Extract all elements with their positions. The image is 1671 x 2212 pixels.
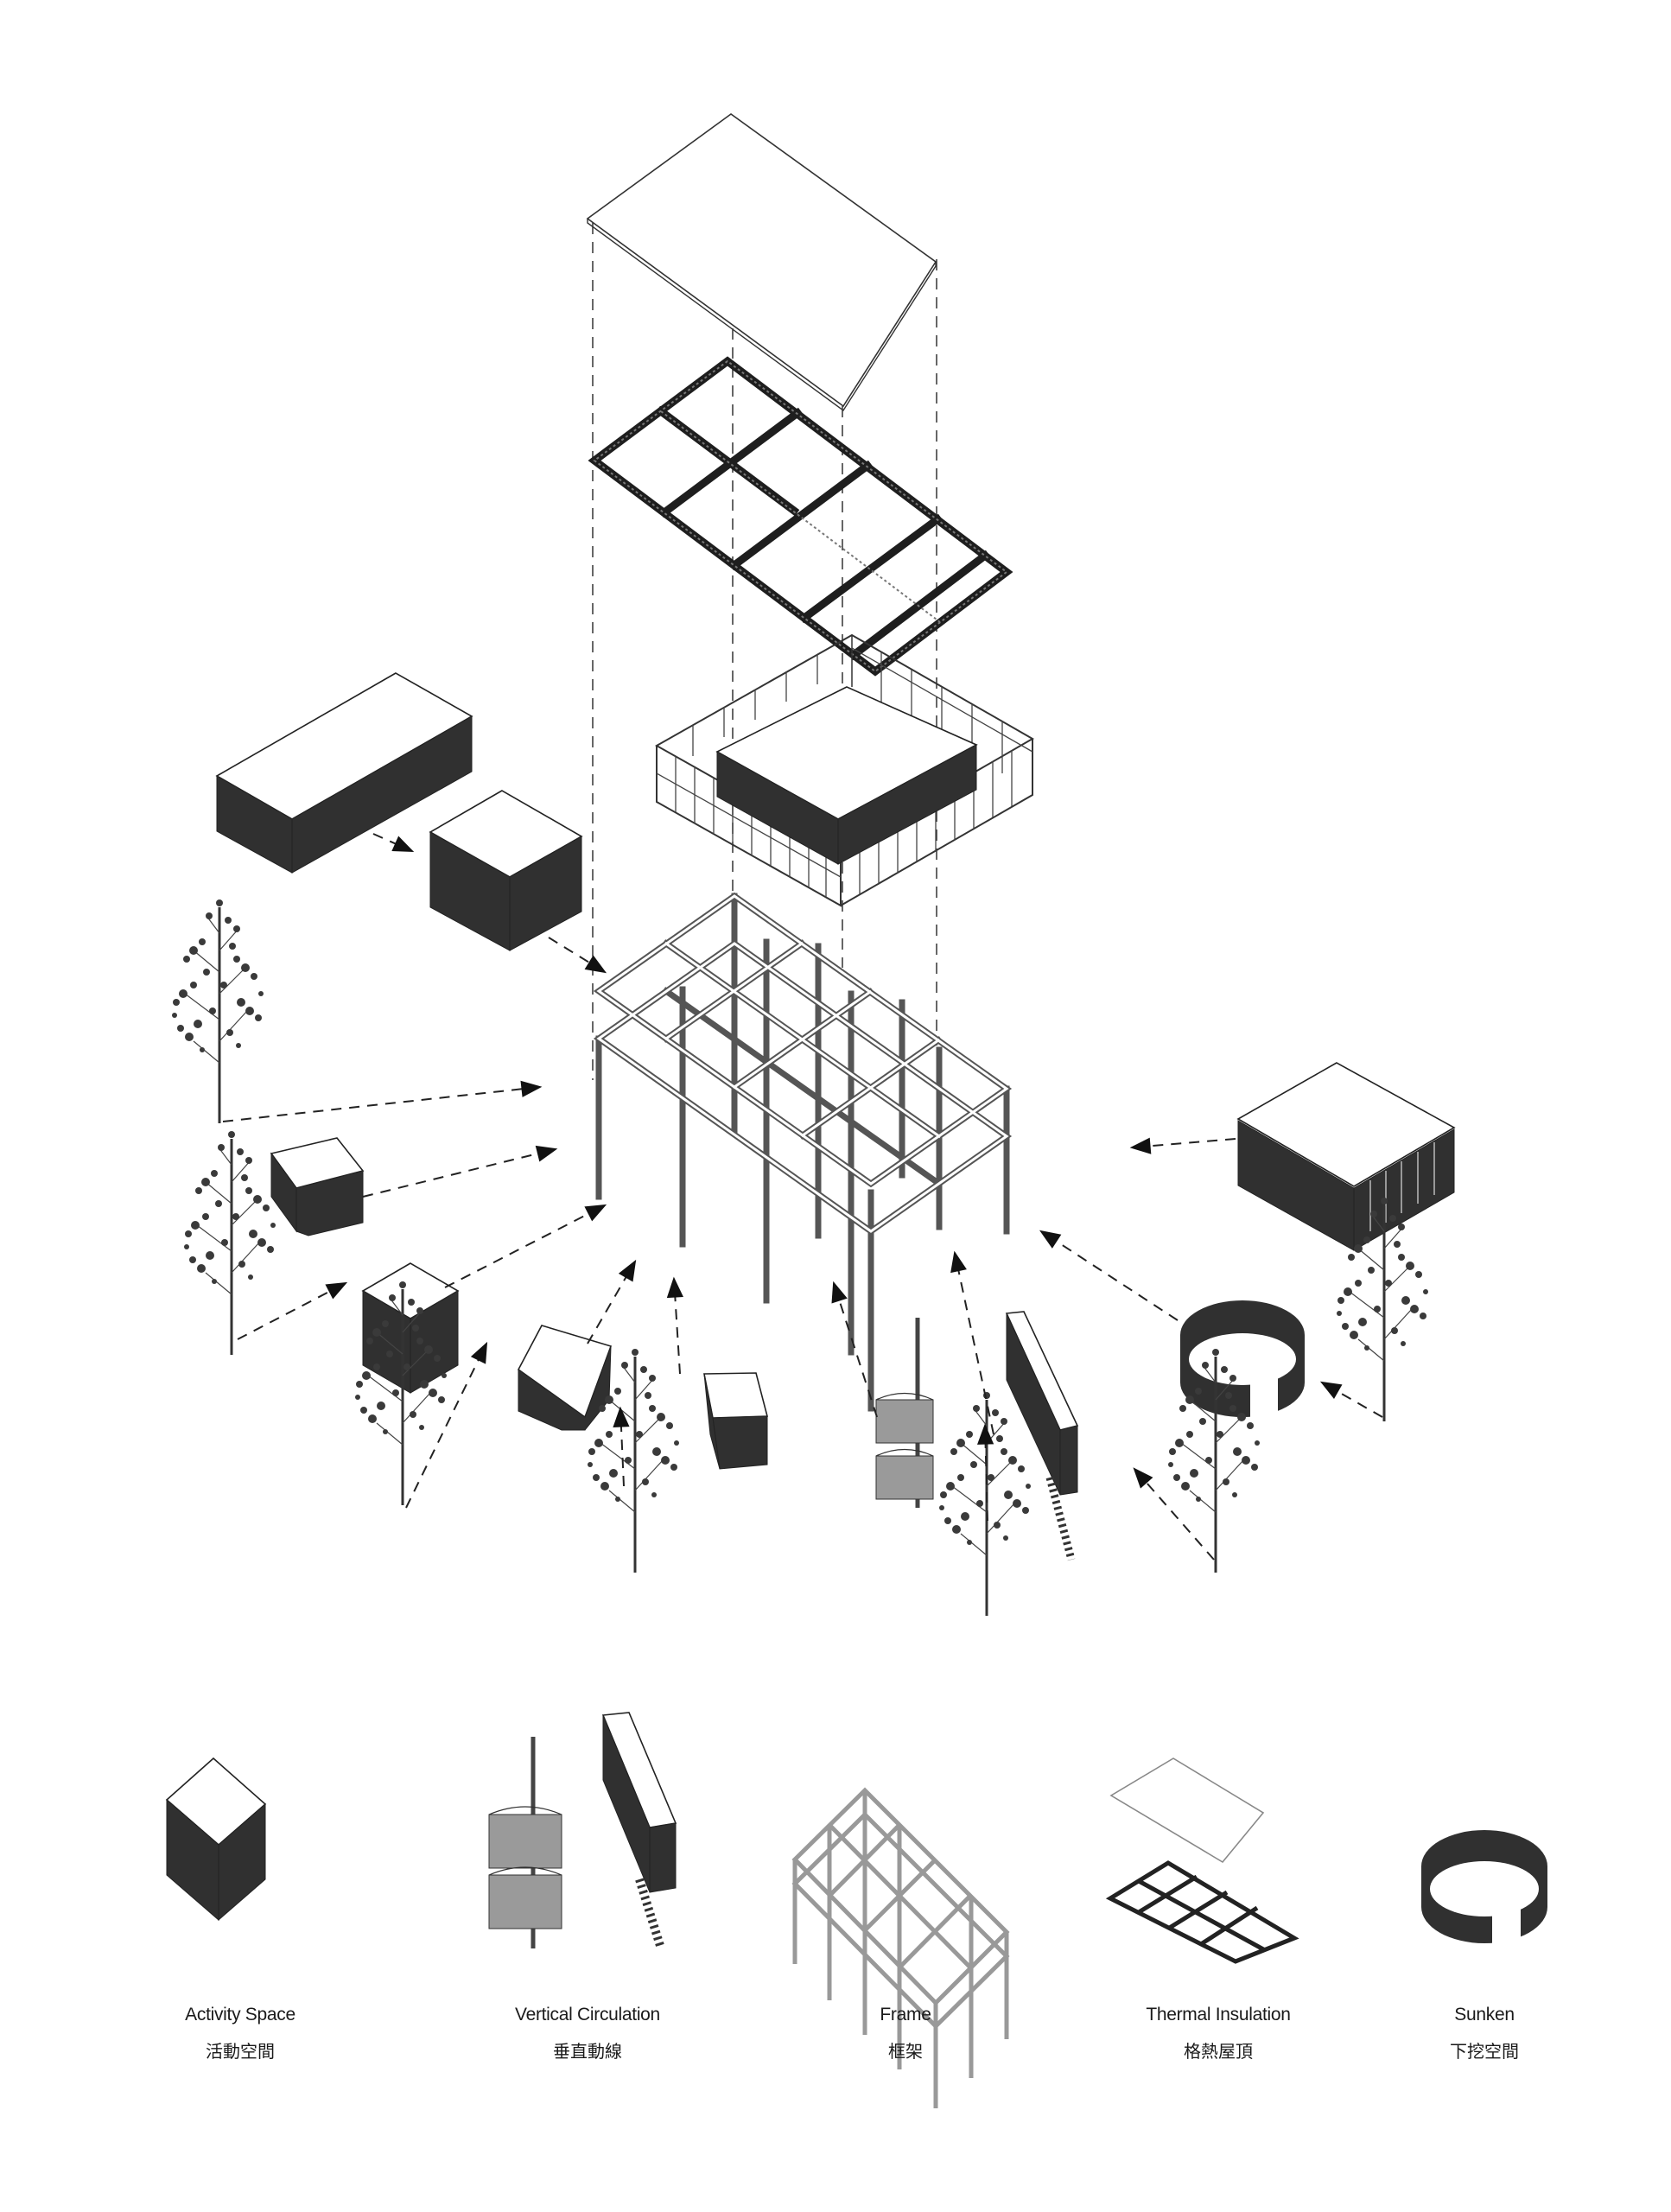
activity-space-block-4 (517, 1325, 613, 1431)
steel-frame (593, 892, 1013, 1412)
activity-space-right-block (1236, 1062, 1456, 1251)
tree-icon (937, 1390, 1032, 1618)
legend-icon-vertical-circulation (488, 1712, 677, 1950)
legend-item-vertical-circulation: Vertical Circulation 垂直動線 (458, 2005, 717, 2063)
legend-label-zh: 格熱屋頂 (1184, 2041, 1253, 2062)
legend-label-zh: 活動空間 (206, 2041, 275, 2062)
sunken-ring (1180, 1300, 1305, 1418)
wall-enclosure (654, 633, 1035, 907)
legend-item-sunken: Sunken 下挖空間 (1355, 2005, 1614, 2063)
legend-icon-thermal-insulation (1105, 1758, 1299, 1964)
legend-label-en: Frame (880, 2005, 931, 2024)
legend-label-zh: 下挖空間 (1450, 2041, 1519, 2062)
legend-label-en: Sunken (1454, 2005, 1515, 2024)
legend-icon-sunken (1421, 1830, 1547, 1947)
legend-icon-frame (791, 1787, 1010, 2108)
trees (170, 898, 1430, 1618)
legend-item-activity-space: Activity Space 活動空間 (111, 2005, 370, 2063)
activity-space-cube-1 (429, 790, 583, 951)
legend-label-zh: 框架 (888, 2041, 923, 2062)
activity-space-block-5 (703, 1372, 769, 1470)
legend-label-en: Thermal Insulation (1146, 2005, 1291, 2024)
legend-label-zh: 垂直動線 (553, 2041, 622, 2062)
tree-icon (182, 1129, 277, 1357)
alignment-dashed-lines (592, 223, 937, 1080)
legend-label-en: Vertical Circulation (515, 2005, 660, 2024)
activity-space-long-block (215, 672, 473, 874)
legend-item-frame: Frame 框架 (776, 2005, 1035, 2063)
legend-item-thermal-insulation: Thermal Insulation 格熱屋頂 (1089, 2005, 1348, 2063)
tree-icon (170, 898, 265, 1125)
roof-truss-grid (588, 356, 1013, 677)
legend-icon-activity-space (165, 1757, 267, 1922)
roof-panel (586, 113, 937, 412)
assembly-arrows (222, 833, 1383, 1560)
spiral-stair (875, 1318, 934, 1508)
activity-space-block-2 (270, 1137, 365, 1236)
wall-with-stair (1005, 1311, 1079, 1561)
legend-label-en: Activity Space (185, 2005, 295, 2024)
